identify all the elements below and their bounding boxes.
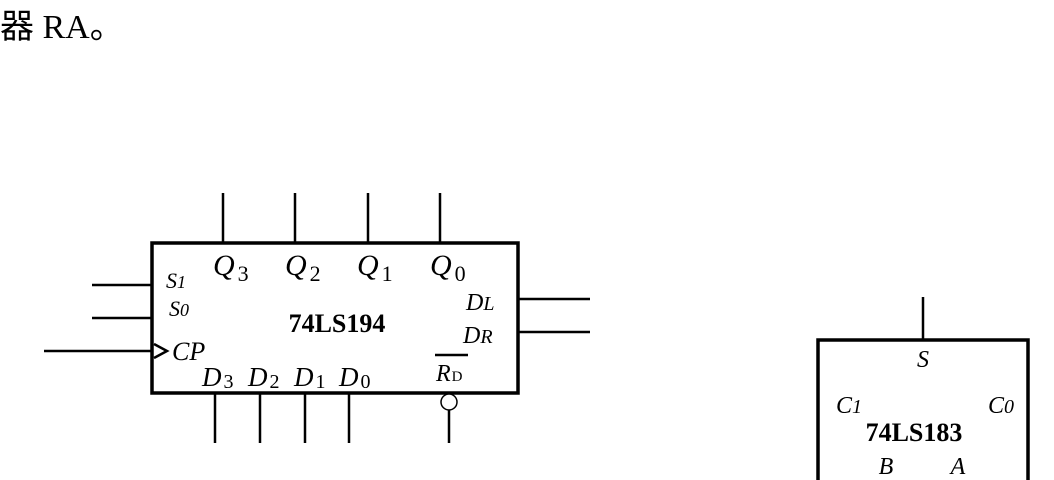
chip-74ls183: S C1 C0 74LS183 B A	[816, 297, 1030, 480]
dr-label: DR	[462, 323, 493, 349]
s0-label: S0	[169, 296, 189, 321]
s1-label: S1	[166, 268, 186, 293]
clock-triangle-icon	[153, 342, 170, 360]
c0-label: C0	[988, 393, 1014, 419]
chip-74ls183-name: 74LS183	[866, 418, 963, 447]
header-text: 器 RA。	[0, 9, 124, 46]
rd-label: RD	[435, 361, 463, 387]
a-label: A	[949, 454, 966, 480]
inverter-bubble-icon	[440, 393, 458, 411]
chip-74ls183-body	[816, 338, 1030, 480]
dl-label: DL	[465, 290, 494, 316]
chip-74ls194-name: 74LS194	[289, 309, 386, 338]
cp-label: CP	[172, 337, 205, 366]
s-label: S	[917, 347, 929, 373]
c1-label: C1	[836, 393, 862, 419]
b-label: B	[879, 454, 894, 480]
